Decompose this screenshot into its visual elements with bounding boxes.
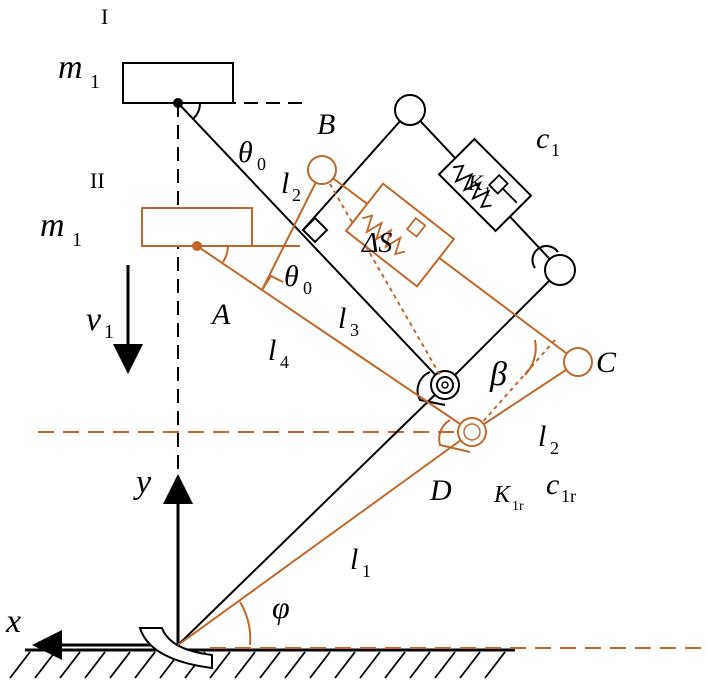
label-theta0-upper: θ (238, 136, 253, 169)
mass-block-1 (122, 62, 234, 104)
label-mass-1: m (58, 49, 83, 86)
label-l3: l (338, 302, 346, 335)
label-K1r: K (493, 482, 512, 508)
label-l2-lower-sub: 2 (550, 438, 559, 458)
label-theta0-lower: θ (284, 260, 299, 293)
label-l4-sub: 4 (280, 352, 289, 372)
label-v1-sub: 1 (104, 321, 114, 343)
black-configuration (122, 62, 576, 646)
label-axis-x: x (5, 603, 21, 640)
label-mass-2: m (40, 207, 65, 244)
label-beta: β (489, 356, 507, 393)
label-c1r-sub: 1r (561, 486, 576, 506)
label-delta-S: ΔS (361, 228, 392, 259)
label-K1-sub: 1 (484, 185, 491, 200)
label-l2-upper: l (281, 167, 289, 200)
label-c1: c (536, 122, 549, 155)
label-theta0-lower-sub: 0 (303, 278, 312, 298)
mass-block-2 (141, 207, 253, 247)
label-point-C: C (596, 346, 617, 379)
label-state-2: II (90, 168, 105, 193)
orange-configuration (141, 155, 593, 646)
label-l2-lower: l (538, 420, 546, 453)
label-phi: φ (272, 589, 290, 625)
label-c1r: c (546, 468, 559, 501)
label-l1-sub: 1 (362, 561, 371, 581)
label-mass-1-sub: 1 (90, 71, 100, 93)
label-K1r-sub: 1r (512, 499, 524, 514)
labels: I II m 1 m 1 θ 0 θ 0 B A C D l 2 l 2 l 3… (5, 4, 617, 640)
label-mass-2-sub: 1 (72, 229, 82, 251)
label-l3-sub: 3 (350, 320, 359, 340)
label-point-B: B (317, 108, 335, 141)
label-c1-sub: 1 (551, 140, 560, 160)
label-state-1: I (101, 4, 108, 29)
label-l1: l (350, 543, 358, 576)
label-point-A: A (210, 298, 231, 331)
label-l2-upper-sub: 2 (292, 185, 301, 205)
label-axis-y: y (133, 464, 152, 501)
label-l4: l (268, 334, 276, 367)
ground (9, 648, 515, 679)
label-K1: K (467, 170, 484, 195)
label-theta0-upper-sub: 0 (257, 154, 266, 174)
label-v1: v (86, 301, 102, 338)
foot (138, 627, 213, 670)
label-point-D: D (429, 474, 452, 507)
